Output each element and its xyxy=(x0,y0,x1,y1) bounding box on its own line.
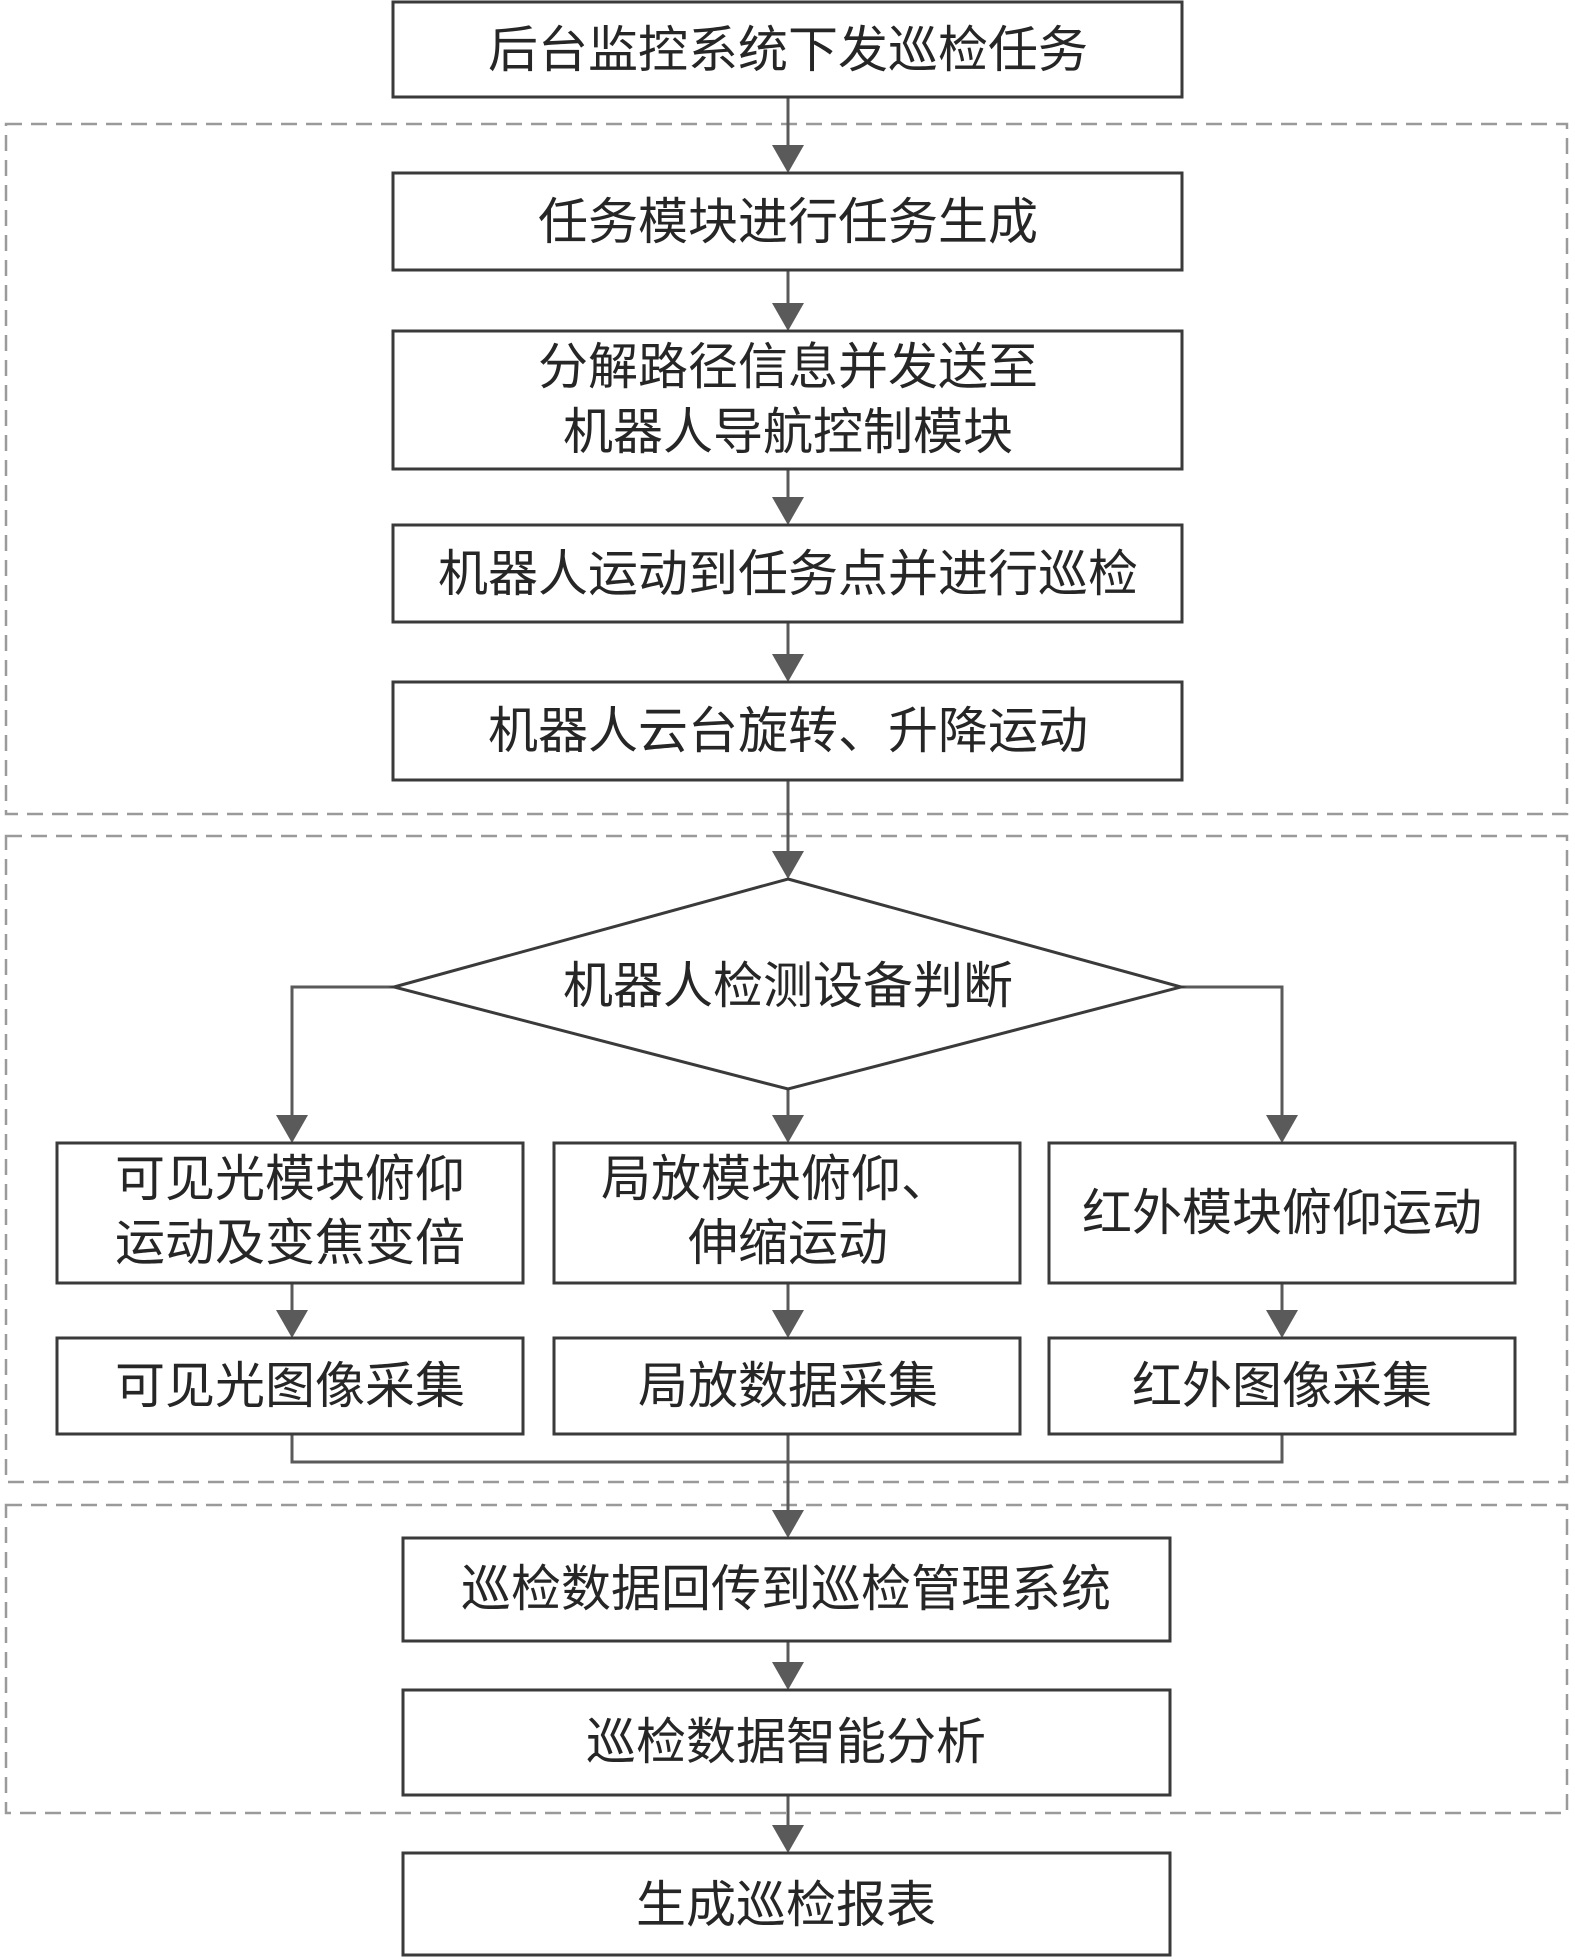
node-move-label: 机器人运动到任务点并进行巡检 xyxy=(438,545,1138,603)
node-ir-capture: 红外图像采集 xyxy=(1047,1336,1517,1436)
node-ptz-label: 机器人云台旋转、升降运动 xyxy=(488,702,1088,760)
node-decompose-label-line2: 机器人导航控制模块 xyxy=(563,403,1013,461)
node-visible-motion-label-line1: 可见光模块俯仰 xyxy=(115,1150,465,1208)
node-decompose: 分解路径信息并发送至 机器人导航控制模块 xyxy=(391,329,1184,471)
arrowhead xyxy=(772,145,804,173)
node-visible-motion-label-line2: 运动及变焦变倍 xyxy=(115,1214,465,1272)
node-generate-label: 任务模块进行任务生成 xyxy=(538,193,1038,251)
node-pd-capture: 局放数据采集 xyxy=(552,1336,1022,1436)
arrowhead xyxy=(772,303,804,331)
arrowhead xyxy=(772,654,804,682)
node-visible-motion: 可见光模块俯仰 运动及变焦变倍 xyxy=(55,1141,525,1285)
node-generate: 任务模块进行任务生成 xyxy=(391,171,1184,272)
arrowhead xyxy=(1266,1310,1298,1338)
node-upload-label: 巡检数据回传到巡检管理系统 xyxy=(461,1560,1111,1618)
node-judge-label: 机器人检测设备判断 xyxy=(563,957,1013,1015)
node-visible-capture: 可见光图像采集 xyxy=(55,1336,525,1436)
arrowheads xyxy=(276,145,1298,1853)
node-ir-motion-label: 红外模块俯仰运动 xyxy=(1082,1184,1482,1242)
node-dispatch: 后台监控系统下发巡检任务 xyxy=(391,0,1184,99)
arrowhead xyxy=(276,1115,308,1143)
node-pd-motion-label-line2: 伸缩运动 xyxy=(688,1214,888,1272)
arrowhead xyxy=(772,497,804,525)
node-ir-motion: 红外模块俯仰运动 xyxy=(1047,1141,1517,1285)
arrowhead xyxy=(772,1662,804,1690)
node-dispatch-label: 后台监控系统下发巡检任务 xyxy=(488,21,1088,79)
arrowhead xyxy=(276,1310,308,1338)
arrowhead xyxy=(1266,1115,1298,1143)
arrowhead xyxy=(772,1310,804,1338)
node-pd-motion-label-line1: 局放模块俯仰、 xyxy=(601,1150,951,1208)
arrowhead xyxy=(772,1510,804,1538)
arrowhead xyxy=(772,1115,804,1143)
node-analyze-label: 巡检数据智能分析 xyxy=(586,1713,986,1771)
node-pd-motion: 局放模块俯仰、 伸缩运动 xyxy=(552,1141,1022,1285)
arrowhead xyxy=(772,851,804,879)
node-decompose-label-line1: 分解路径信息并发送至 xyxy=(538,338,1038,396)
node-ptz: 机器人云台旋转、升降运动 xyxy=(391,680,1184,782)
node-pd-capture-label: 局放数据采集 xyxy=(638,1357,938,1415)
node-upload: 巡检数据回传到巡检管理系统 xyxy=(401,1536,1172,1643)
node-move: 机器人运动到任务点并进行巡检 xyxy=(391,523,1184,624)
node-judge-diamond: 机器人检测设备判断 xyxy=(388,877,1187,1091)
node-report-label: 生成巡检报表 xyxy=(636,1876,936,1934)
arrowhead xyxy=(772,1825,804,1853)
node-ir-capture-label: 红外图像采集 xyxy=(1132,1357,1432,1415)
node-visible-capture-label: 可见光图像采集 xyxy=(115,1357,465,1415)
node-report: 生成巡检报表 xyxy=(401,1851,1172,1957)
node-analyze: 巡检数据智能分析 xyxy=(401,1688,1172,1797)
